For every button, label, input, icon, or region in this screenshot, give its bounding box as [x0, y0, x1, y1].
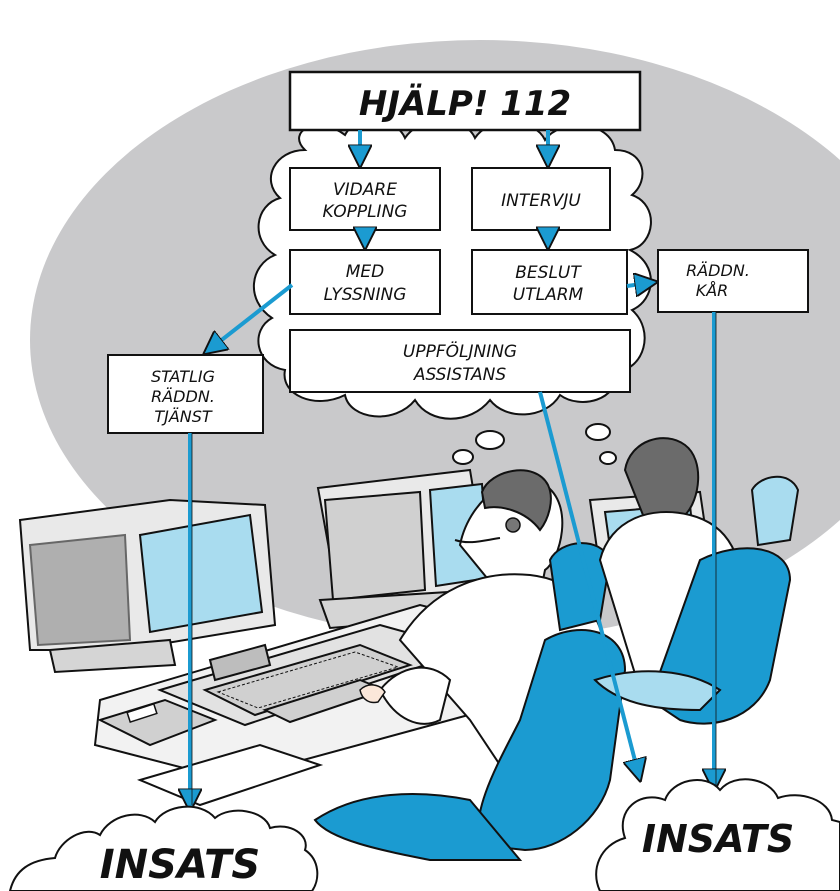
insats-label-right: INSATS [642, 817, 794, 861]
box-vidare-koppling-label-2: KOPPLING [323, 202, 408, 222]
office-chair-icon [593, 475, 800, 725]
box-uppfoljning-label-2: ASSISTANS [413, 365, 507, 385]
box-uppfoljning-assistans [289, 329, 631, 393]
arrow-uppfoljning-to-insats [538, 391, 640, 780]
box-intervju [471, 167, 611, 231]
thought-bubble-1 [475, 430, 505, 450]
box-med-lyssning-label-2: LYSSNING [324, 285, 407, 305]
box-statlig-label-3: TJÄNST [154, 407, 213, 426]
box-intervju-label: INTERVJU [501, 191, 581, 211]
thought-bubble-4 [599, 451, 617, 465]
box-med-lyssning [289, 249, 441, 315]
arrow-med-to-statlig [205, 283, 294, 353]
box-statlig-label-2: RÄDDN. [151, 387, 215, 406]
box-raddn-kar [657, 249, 809, 313]
box-statlig-raddn-tjanst [107, 354, 264, 434]
desk-phone-icon [97, 698, 218, 747]
box-raddn-kar-label-1: RÄDDN. [686, 261, 750, 280]
thought-bubble-2 [452, 449, 474, 465]
box-vidare-koppling-label-1: VIDARE [333, 180, 397, 200]
crt-monitor-icon [316, 468, 492, 630]
diagram-title: HJÄLP! 112 [359, 83, 571, 124]
insats-label-left: INSATS [100, 842, 260, 888]
box-med-lyssning-label-1: MED [346, 262, 385, 282]
flow-diagram: HJÄLP! 112 VIDARE KOPPLING INTERVJU MED … [107, 70, 809, 810]
box-beslut-utlarm-label-1: BESLUT [515, 263, 582, 283]
arrow-beslut-to-raddn [626, 282, 656, 286]
box-raddn-kar-label-2: KÅR [696, 281, 729, 300]
insats-burst-right: INSATS [595, 778, 840, 891]
box-uppfoljning-label-1: UPPFÖLJNING [403, 340, 517, 362]
crt-monitor-icon [18, 498, 277, 674]
thought-bubble-3 [585, 423, 611, 441]
insats-burst-left: INSATS [8, 805, 319, 891]
box-beslut-utlarm-label-2: UTLARM [513, 285, 584, 305]
dispatch-workstation [18, 437, 800, 861]
office-chair-icon [313, 542, 627, 861]
box-statlig-label-1: STATLIG [151, 367, 215, 386]
title-box [288, 70, 642, 132]
